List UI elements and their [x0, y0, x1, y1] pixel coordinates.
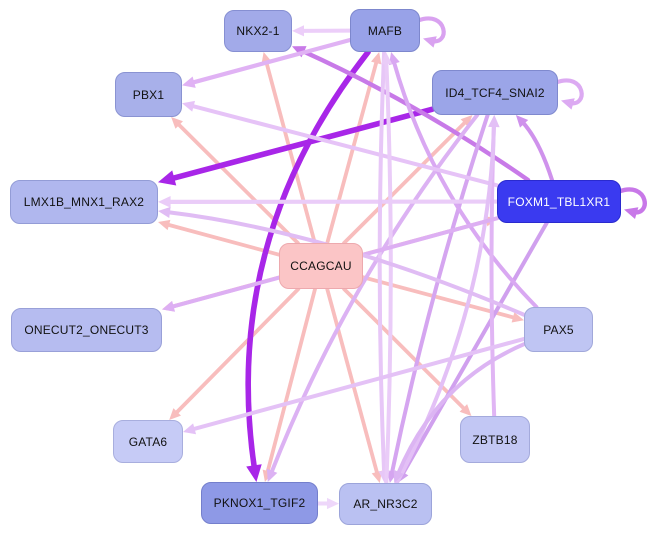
edge-arrowhead	[158, 206, 171, 219]
edge-line	[168, 106, 435, 182]
edge-PAX5-MAFB[interactable]	[388, 52, 539, 309]
edge-arrowhead	[162, 300, 176, 312]
edge-line	[394, 122, 497, 485]
node-PBX1[interactable]: PBX1	[115, 72, 182, 117]
node-PKNOX1_TGIF2[interactable]: PKNOX1_TGIF2	[201, 482, 318, 524]
edge-line	[391, 59, 539, 309]
edge-line	[299, 48, 531, 183]
edge-arrowhead	[183, 423, 197, 435]
edge-line	[384, 59, 393, 485]
edge-line	[189, 37, 353, 85]
edge-line	[389, 113, 490, 476]
edge-line	[377, 50, 387, 476]
self-loop-arrowhead	[423, 36, 437, 48]
node-CCAGCAU[interactable]: CCAGCAU	[279, 243, 363, 289]
self-loop-MAFB[interactable]	[415, 16, 446, 48]
node-ZBTB18[interactable]: ZBTB18	[460, 416, 530, 463]
edge-arrowhead	[158, 196, 171, 208]
node-NKX2-1[interactable]: NKX2-1	[224, 10, 292, 52]
edge-ID4_TCF4_SNAI2-LMX1B_MNX1_RAX2[interactable]	[158, 106, 435, 186]
edge-arrowhead	[171, 117, 183, 129]
node-FOXM1_TBL1XR1[interactable]: FOXM1_TBL1XR1	[497, 180, 621, 223]
edge-arrowhead	[511, 312, 524, 323]
edge-arrowhead	[393, 469, 405, 483]
edge-arrowhead	[292, 25, 305, 37]
edge-FOXM1_TBL1XR1-PBX1[interactable]	[182, 100, 499, 188]
edge-AR_NR3C2-MAFB[interactable]	[380, 52, 393, 485]
node-PAX5[interactable]: PAX5	[524, 307, 593, 352]
edge-arrowhead	[246, 464, 262, 482]
edge-arrowhead	[326, 497, 339, 510]
node-LMX1B_MNX1_RAX2[interactable]: LMX1B_MNX1_RAX2	[10, 180, 158, 224]
edge-CCAGCAU-GATA6[interactable]	[169, 287, 301, 420]
edge-line	[175, 121, 300, 245]
edge-arrowhead	[158, 170, 177, 186]
edge-AR_NR3C2-ID4_TCF4_SNAI2[interactable]	[394, 115, 500, 485]
edge-line	[395, 342, 526, 477]
self-loop-arrowhead	[561, 98, 575, 110]
self-loop-FOXM1_TBL1XR1[interactable]	[616, 187, 647, 220]
edge-line	[325, 287, 380, 477]
node-MAFB[interactable]: MAFB	[350, 9, 420, 52]
edge-CCAGCAU-PBX1[interactable]	[171, 117, 300, 245]
self-loop-line	[415, 16, 446, 44]
edge-CCAGCAU-MAFB[interactable]	[325, 52, 382, 245]
edge-MAFB-PKNOX1_TGIF2[interactable]	[245, 49, 371, 482]
edge-arrowhead	[182, 100, 196, 112]
edge-line	[190, 336, 526, 432]
edge-FOXM1_TBL1XR1-LMX1B_MNX1_RAX2[interactable]	[158, 196, 500, 208]
edge-ID4_TCF4_SNAI2-PKNOX1_TGIF2[interactable]	[266, 113, 480, 482]
self-loop-line	[553, 78, 584, 106]
self-loop-line	[616, 187, 647, 215]
edge-CCAGCAU-LMX1B_MNX1_RAX2[interactable]	[158, 219, 281, 257]
edge-CCAGCAU-ID4_TCF4_SNAI2[interactable]	[342, 115, 473, 245]
edge-line	[520, 120, 555, 182]
edge-line	[342, 287, 467, 412]
edge-arrowhead	[459, 404, 472, 416]
edge-arrowhead	[371, 470, 382, 483]
node-ID4_TCF4_SNAI2[interactable]: ID4_TCF4_SNAI2	[432, 70, 558, 115]
edge-arrowhead	[460, 115, 473, 127]
edge-arrowhead	[182, 76, 196, 88]
edge-line	[245, 49, 371, 472]
edge-line	[325, 58, 379, 245]
edge-arrowhead	[371, 52, 382, 65]
edge-arrowhead	[158, 219, 171, 231]
edge-CCAGCAU-AR_NR3C2[interactable]	[325, 287, 382, 483]
edge-arrowhead	[515, 115, 529, 128]
edge-line	[269, 113, 480, 476]
node-GATA6[interactable]: GATA6	[113, 420, 183, 463]
edge-arrowhead	[266, 468, 278, 482]
edge-PAX5-AR_NR3C2[interactable]	[393, 342, 526, 483]
edge-arrowhead	[488, 115, 500, 128]
edge-FOXM1_TBL1XR1-ID4_TCF4_SNAI2[interactable]	[515, 115, 555, 182]
edge-line	[342, 119, 468, 245]
edge-PKNOX1_TGIF2-AR_NR3C2[interactable]	[316, 497, 339, 510]
edge-arrowhead	[380, 52, 393, 65]
self-loop-arrowhead	[624, 207, 639, 220]
edge-CCAGCAU-ZBTB18[interactable]	[342, 287, 472, 416]
edge-line	[173, 287, 301, 416]
edge-line	[189, 103, 499, 188]
node-AR_NR3C2[interactable]: AR_NR3C2	[339, 483, 432, 525]
edge-line	[265, 287, 317, 476]
edge-PAX5-GATA6[interactable]	[183, 336, 526, 435]
edge-arrowhead	[169, 408, 181, 420]
edge-line	[264, 58, 317, 245]
node-ONECUT2_ONECUT3[interactable]: ONECUT2_ONECUT3	[11, 308, 162, 352]
edge-MAFB-NKX2-1[interactable]	[292, 25, 352, 37]
edge-arrowhead	[388, 52, 400, 66]
edge-MAFB-PBX1[interactable]	[182, 37, 353, 88]
self-loop-ID4_TCF4_SNAI2[interactable]	[553, 78, 584, 110]
